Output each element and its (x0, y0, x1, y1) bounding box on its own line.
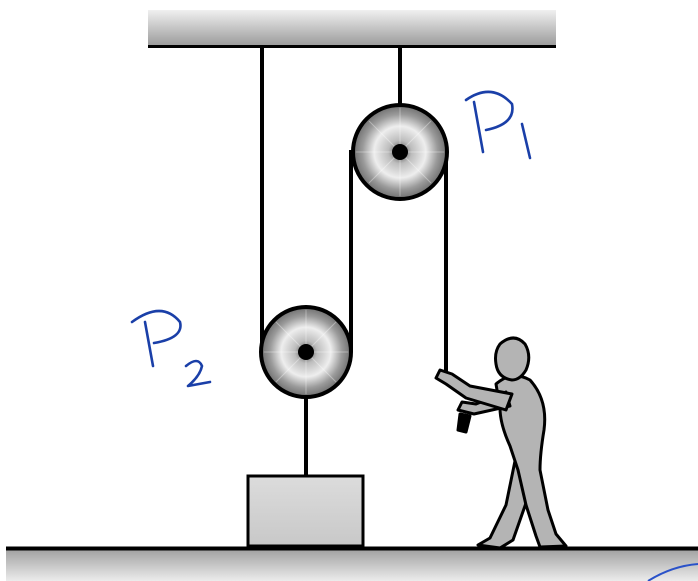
ceiling (148, 10, 556, 48)
floor (6, 546, 698, 581)
axle-icon (298, 344, 314, 360)
person-icon (434, 336, 568, 550)
label-p2: P 2 (130, 309, 212, 388)
label-p1: P 1 (464, 90, 532, 160)
pulley-p2 (259, 305, 353, 399)
load-block (246, 474, 365, 548)
label-p2-letter: P (158, 339, 159, 341)
pulley-p1 (351, 103, 449, 201)
axle-icon (392, 144, 408, 160)
label-p1-letter: P (489, 119, 490, 121)
